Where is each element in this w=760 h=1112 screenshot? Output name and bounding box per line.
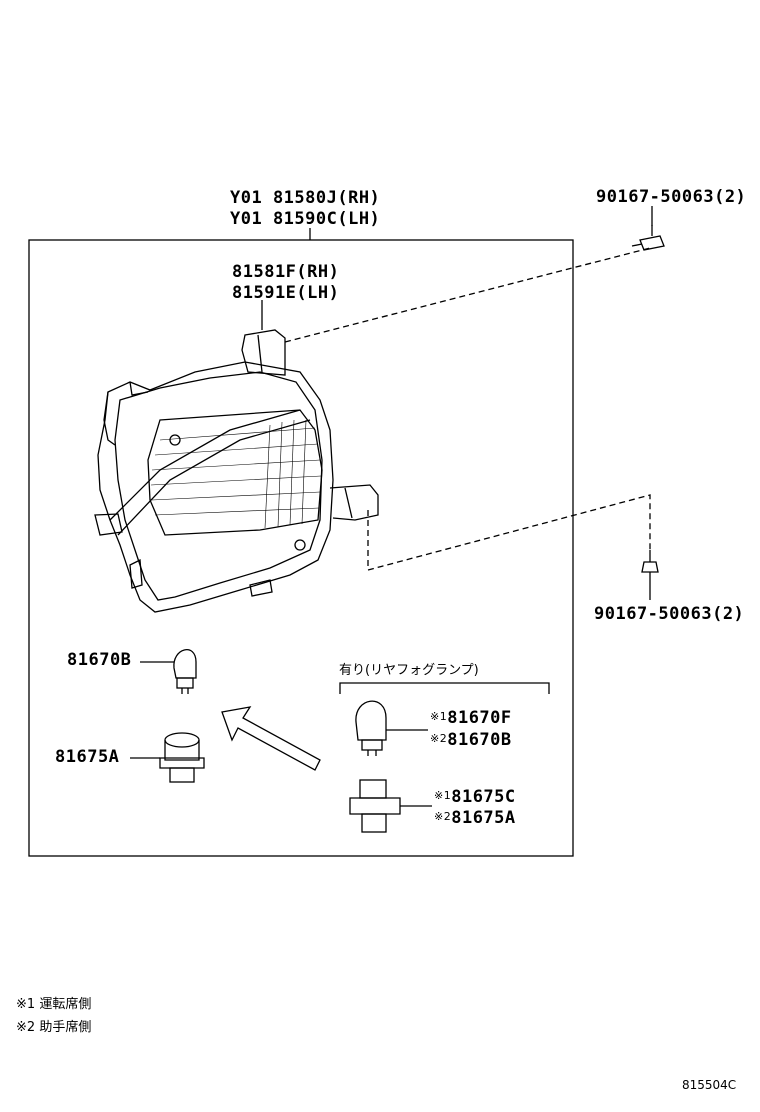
upper-screw-icon [631, 225, 665, 251]
socket-option-icon [349, 779, 401, 833]
assembly-frame [28, 239, 574, 857]
bulb-81670b-icon [173, 649, 197, 694]
option-bulb-2-part: 81670B [447, 730, 512, 750]
lower-screw-part: 90167-50063(2) [594, 604, 745, 624]
upper-screw-part: 90167-50063(2) [596, 187, 747, 207]
lens-part-rh: 81581F(RH) [232, 262, 340, 282]
option-socket-2-part: 81675A [451, 808, 516, 828]
option-socket-1-mark: ※1 [434, 789, 452, 802]
option-socket-2-mark: ※2 [434, 810, 452, 823]
lower-screw-dashline [367, 494, 651, 571]
socket-left-part: 81675A [55, 747, 120, 767]
footnote-2-text: 助手席側 [39, 1020, 92, 1035]
assembly-part-rh: Y01 81580J(RH) [230, 188, 381, 208]
option-bulb-1-part: 81670F [447, 708, 512, 728]
upper-screw-dashline [284, 247, 651, 343]
option-bulb-1: ※181670F [430, 710, 512, 727]
option-bulb-2: ※281670B [430, 732, 512, 749]
assembly-part-lh: Y01 81590C(LH) [230, 209, 381, 229]
footnote-2: ※2 助手席側 [16, 1021, 91, 1034]
bulb-option-icon [355, 700, 387, 756]
option-socket-1: ※181675C [434, 789, 516, 806]
lower-screw-icon [641, 550, 659, 600]
bulb-left-part: 81670B [67, 650, 132, 670]
option-group-header: 有り(リヤフォグランプ) [339, 663, 479, 678]
socket-81675a-icon [159, 732, 205, 783]
lens-part-lh: 81591E(LH) [232, 283, 340, 303]
footnote-1: ※1 運転席側 [16, 998, 91, 1011]
diagram-code: 815504C [682, 1078, 737, 1092]
option-socket-2: ※281675A [434, 810, 516, 827]
option-bulb-2-mark: ※2 [430, 732, 448, 745]
assembly-direction-arrow-icon [221, 706, 321, 771]
option-socket-1-part: 81675C [451, 787, 516, 807]
fog-lamp-housing [94, 329, 379, 613]
option-group-bracket [339, 682, 550, 694]
option-bulb-1-mark: ※1 [430, 710, 448, 723]
footnote-2-mark: ※2 [16, 1020, 36, 1035]
footnote-1-text: 運転席側 [39, 997, 92, 1012]
footnote-1-mark: ※1 [16, 997, 36, 1012]
